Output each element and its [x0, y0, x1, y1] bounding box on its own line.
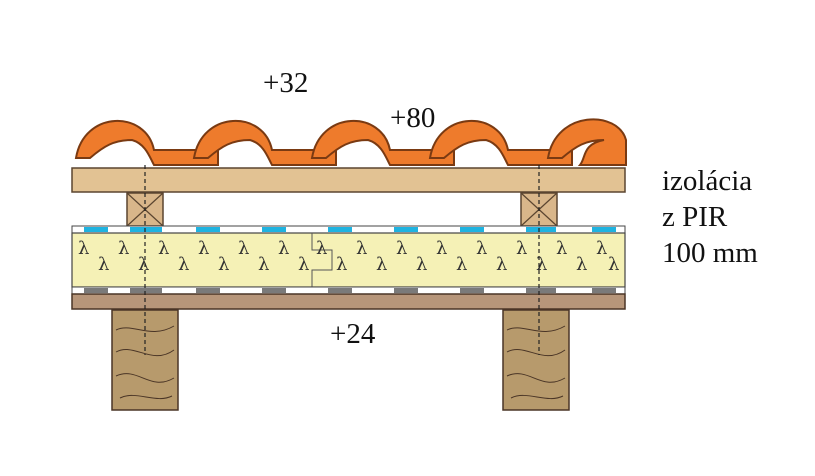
lambda-symbol: λ — [336, 254, 347, 275]
lambda-symbol: λ — [78, 238, 89, 259]
insulation-caption-line3: 100 mm — [662, 237, 758, 269]
lambda-symbol: λ — [178, 254, 189, 275]
lambda-symbol: λ — [298, 254, 309, 275]
membrane-top — [71, 225, 626, 234]
insulation-caption-line2: z PIR — [662, 201, 728, 233]
lambda-symbol: λ — [436, 238, 447, 259]
lambda-symbol: λ — [98, 254, 109, 275]
roof-tile — [428, 119, 573, 166]
batten-board — [71, 167, 626, 193]
lambda-symbol: λ — [118, 238, 129, 259]
lambda-symbol: λ — [456, 254, 467, 275]
rafter — [502, 309, 570, 411]
lambda-symbol: λ — [536, 254, 547, 275]
roof-tile — [310, 119, 455, 166]
temperature-label-right: +80 — [390, 102, 435, 134]
membrane-bottom — [71, 286, 626, 295]
lambda-symbol: λ — [596, 238, 607, 259]
temperature-label-left: +32 — [263, 67, 308, 99]
ceiling-board — [71, 293, 626, 310]
battens — [126, 192, 558, 227]
lambda-symbol: λ — [316, 238, 327, 259]
insulation-lambda-symbols: λ λ λ λ λ λ λ λ λ λ λ λ λ λ λ λ λ λ λ λ … — [78, 238, 619, 275]
lambda-symbol: λ — [608, 254, 619, 275]
roof-tile — [192, 119, 337, 166]
lambda-symbol: λ — [238, 238, 249, 259]
lambda-symbol: λ — [476, 238, 487, 259]
fastener-axis-lines — [144, 165, 540, 355]
roof-tiles — [74, 118, 627, 166]
lambda-symbol: λ — [576, 254, 587, 275]
lambda-symbol: λ — [356, 238, 367, 259]
roof-tile — [546, 118, 627, 166]
insulation-caption: izolácia z PIR 100 mm — [662, 165, 758, 269]
lambda-symbol: λ — [556, 238, 567, 259]
rafter — [111, 309, 179, 411]
lambda-symbol: λ — [278, 238, 289, 259]
lambda-symbol: λ — [396, 238, 407, 259]
insulation-layer — [71, 232, 626, 288]
insulation-caption-line1: izolácia — [662, 165, 752, 197]
rafters — [111, 309, 570, 411]
lambda-symbol: λ — [376, 254, 387, 275]
roof-tile — [74, 119, 219, 166]
lambda-symbol: λ — [516, 238, 527, 259]
lambda-symbol: λ — [198, 238, 209, 259]
lambda-symbol: λ — [258, 254, 269, 275]
lambda-symbol: λ — [218, 254, 229, 275]
lambda-symbol: λ — [138, 254, 149, 275]
lambda-symbol: λ — [158, 238, 169, 259]
lambda-symbol: λ — [416, 254, 427, 275]
lambda-symbol: λ — [496, 254, 507, 275]
temperature-label-bottom: +24 — [330, 318, 376, 350]
